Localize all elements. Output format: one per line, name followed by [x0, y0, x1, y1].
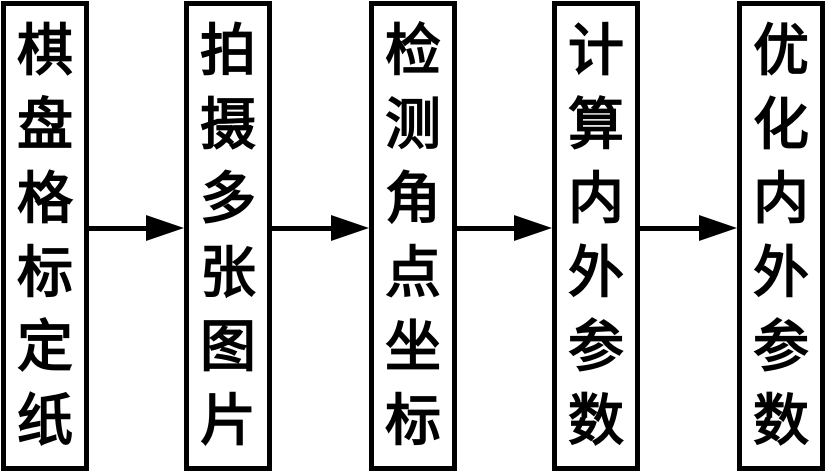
arrow-line	[640, 226, 701, 231]
step-char: 多	[200, 166, 256, 232]
step-char: 算	[568, 92, 624, 158]
arrow-head-icon	[699, 215, 737, 241]
step-char: 计	[568, 18, 624, 84]
step-char: 坐	[385, 314, 441, 380]
step-char: 棋	[17, 18, 73, 84]
step-char: 盘	[17, 92, 73, 158]
step-char: 张	[200, 240, 256, 306]
arrow-line	[89, 226, 148, 231]
step-char: 角	[385, 166, 441, 232]
step-char: 参	[753, 314, 809, 380]
step-char: 纸	[17, 388, 73, 454]
step-char: 数	[753, 388, 809, 454]
step-box-5: 优化内外参数	[737, 1, 825, 471]
arrow-line	[272, 226, 333, 231]
step-char: 图	[200, 314, 256, 380]
step-char: 点	[385, 240, 441, 306]
step-char: 内	[568, 166, 624, 232]
step-box-2: 拍摄多张图片	[184, 1, 272, 471]
step-char: 摄	[200, 92, 256, 158]
step-char: 数	[568, 388, 624, 454]
step-box-4: 计算内外参数	[552, 1, 640, 471]
step-char: 测	[385, 92, 441, 158]
arrow-head-icon	[331, 215, 369, 241]
step-char: 片	[200, 388, 256, 454]
step-char: 外	[568, 240, 624, 306]
step-char: 内	[753, 166, 809, 232]
arrow-line	[457, 226, 516, 231]
arrow-head-icon	[146, 215, 184, 241]
step-char: 标	[385, 388, 441, 454]
step-char: 标	[17, 240, 73, 306]
step-char: 外	[753, 240, 809, 306]
step-box-3: 检测角点坐标	[369, 1, 457, 471]
step-char: 格	[17, 166, 73, 232]
step-char: 化	[753, 92, 809, 158]
step-char: 参	[568, 314, 624, 380]
step-box-1: 棋盘格标定纸	[1, 1, 89, 471]
step-char: 定	[17, 314, 73, 380]
step-char: 检	[385, 18, 441, 84]
step-char: 拍	[200, 18, 256, 84]
arrow-head-icon	[514, 215, 552, 241]
step-char: 优	[753, 18, 809, 84]
